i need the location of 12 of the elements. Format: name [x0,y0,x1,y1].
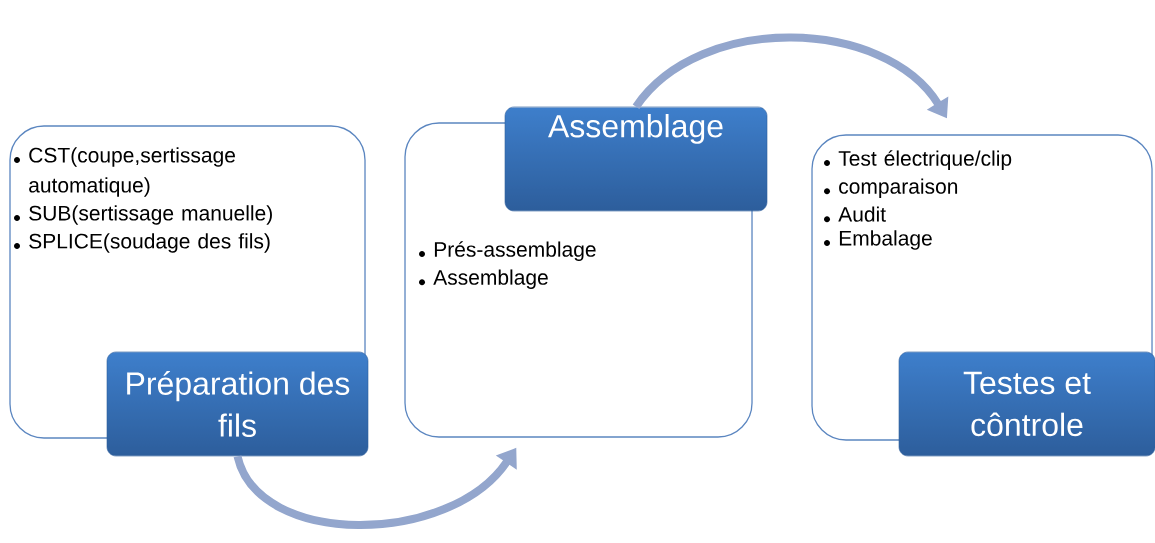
bullet-item: Audit [824,206,886,223]
title-box: Préparation des fils [106,351,369,457]
bullet-item: Prés-assemblage [419,241,596,261]
bullet-item: Embalage [824,230,932,250]
title-box: Assemblage [504,106,768,212]
title-box: Testes et côntrole [898,351,1155,457]
bullet-item: Test électrique/clip [824,150,1012,170]
bullet-item: CST(coupe,sertissage automatique) [14,147,235,197]
bullet-item: Assemblage [419,269,548,289]
bullet-item: SUB(sertissage manuelle) [14,205,272,225]
bullet-item: SPLICE(soudage des fils) [14,233,270,253]
bullet-item: comparaison [824,178,958,198]
